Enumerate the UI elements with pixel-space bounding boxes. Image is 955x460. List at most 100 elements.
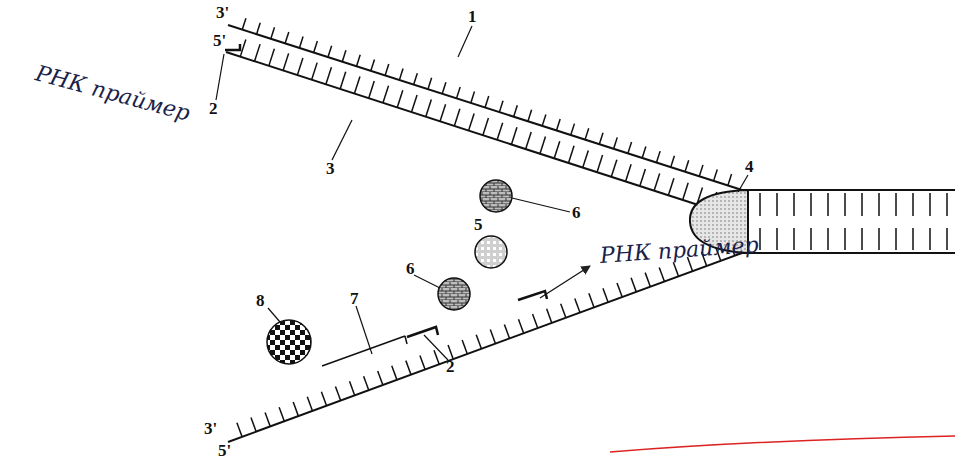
base-tick: [312, 63, 318, 80]
base-tick: [255, 44, 261, 61]
base-tick: [645, 273, 650, 287]
okazaki-fragments: [225, 44, 547, 366]
base-tick: [547, 309, 552, 323]
base-tick: [642, 147, 646, 158]
base-tick: [556, 119, 560, 130]
base-tick: [279, 407, 284, 421]
base-tick: [285, 32, 289, 43]
base-tick: [242, 18, 246, 29]
base-tick: [414, 73, 418, 84]
callout-number: 4: [745, 158, 754, 175]
base-tick: [483, 118, 489, 135]
base-tick: [471, 92, 475, 103]
base-tick: [575, 299, 580, 313]
base-tick: [420, 355, 425, 369]
base-tick: [912, 193, 914, 250]
base-tick: [946, 193, 948, 250]
base-tick: [571, 124, 575, 135]
base-tick: [504, 324, 509, 338]
ligase: [267, 320, 311, 364]
base-tick: [326, 67, 332, 84]
base-tick: [364, 376, 369, 390]
base-tick: [668, 178, 674, 195]
base-tick: [626, 164, 632, 181]
base-tick: [392, 366, 397, 380]
base-tick: [614, 137, 618, 148]
polymerase: [438, 278, 470, 310]
base-tick: [271, 27, 275, 38]
base-tick: [540, 137, 546, 154]
base-tick: [554, 141, 560, 158]
base-tick: [526, 132, 532, 149]
base-tick: [844, 193, 846, 250]
base-tick: [340, 72, 346, 89]
base-tick: [714, 169, 718, 180]
callout-number: 6: [406, 260, 415, 277]
callout-number: 5': [213, 32, 226, 49]
base-tick: [617, 283, 622, 297]
callout-number: 3: [326, 160, 335, 177]
callout-number: 3': [204, 420, 217, 437]
primase: [475, 236, 507, 268]
callout-number: 2: [446, 358, 455, 375]
base-tick: [542, 114, 546, 125]
base-tick: [385, 64, 389, 75]
base-tick: [383, 86, 389, 103]
base-tick: [490, 330, 495, 344]
base-tick: [861, 193, 863, 250]
callout-number: 6: [572, 204, 581, 221]
base-tick: [929, 193, 931, 250]
callout-number: 2: [209, 100, 218, 117]
base-tick: [399, 69, 403, 80]
base-tick: [406, 361, 411, 375]
base-tick: [511, 127, 517, 144]
handwritten-note: РНК праймер: [599, 234, 759, 267]
base-tick: [568, 146, 574, 163]
base-tick: [457, 87, 461, 98]
base-tick: [307, 397, 312, 411]
base-tick: [293, 402, 298, 416]
base-tick: [631, 278, 636, 292]
base-tick: [283, 53, 289, 70]
base-tick: [685, 160, 689, 171]
base-tick: [257, 23, 261, 34]
base-tick: [354, 76, 360, 93]
base-tick: [476, 335, 481, 349]
base-tick: [654, 174, 660, 191]
base-tick: [683, 183, 689, 200]
base-tick: [321, 392, 326, 406]
base-tick: [440, 104, 446, 121]
base-tick: [369, 81, 375, 98]
base-tick: [628, 142, 632, 153]
base-tick: [561, 304, 566, 318]
parent-strand: [228, 25, 742, 190]
base-tick: [469, 113, 475, 130]
base-tick: [497, 123, 503, 140]
lagging-template: [228, 253, 742, 442]
polymerase: [480, 180, 512, 212]
base-tick: [251, 418, 256, 432]
base-tick: [528, 110, 532, 121]
base-tick: [895, 193, 897, 250]
base-tick: [827, 193, 829, 250]
base-tick: [499, 101, 503, 112]
leading-strand-ticks: [240, 39, 716, 209]
leading-strand: [226, 52, 720, 212]
base-tick: [454, 109, 460, 126]
callout-number: 1: [468, 8, 477, 25]
base-tick: [776, 193, 778, 250]
base-tick: [640, 169, 646, 186]
base-tick: [335, 387, 340, 401]
base-tick: [589, 293, 594, 307]
base-tick: [265, 412, 270, 426]
base-tick: [518, 319, 523, 333]
base-tick: [378, 371, 383, 385]
handwritten-note: РНК праймер: [33, 62, 192, 124]
base-tick: [793, 193, 795, 250]
parent-strand-ticks: [242, 18, 731, 185]
base-tick: [659, 267, 664, 281]
callout-number: 8: [256, 292, 265, 309]
base-tick: [342, 50, 346, 61]
callout-number: 5': [218, 442, 231, 459]
callout-number: 5: [474, 216, 483, 233]
